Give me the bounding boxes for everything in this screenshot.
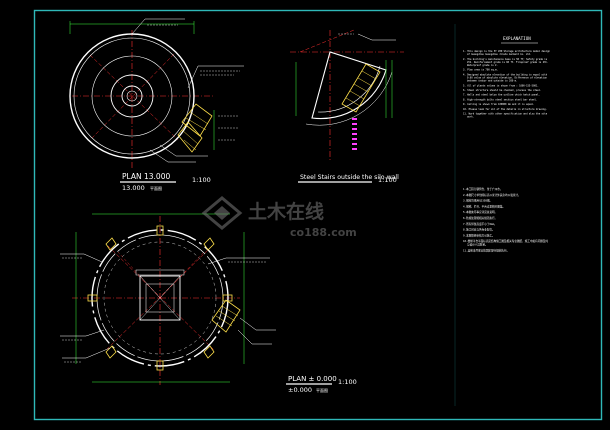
- cn-note-line: 8.施工时应与各专业配合。: [463, 228, 495, 232]
- notes-cn-block: 1.本工程为钢筒仓，位于广州市。 2.本图尺寸单位除标高以米计外其余均以毫米计。 3…: [463, 187, 548, 252]
- explanation-note-line: 7. Walls and steel below the outline whi…: [463, 94, 540, 97]
- leader-line: [83, 253, 103, 263]
- plan-subtitle: 13.000: [122, 184, 145, 192]
- explanation-note-line: 2th. Reinforcement grade is 60 ft. Firep…: [467, 61, 548, 64]
- watermark-url: co188.com: [290, 226, 357, 239]
- leader-line: [85, 329, 105, 337]
- leader-line: [149, 149, 169, 163]
- leader-line: [357, 33, 373, 41]
- cn-note-line: 11.其他未尽事宜按国家现行规范执行。: [463, 248, 509, 252]
- axis-diagonal: [105, 245, 213, 351]
- explanation-note-line: 11. Work together with other specificati…: [463, 113, 548, 116]
- explanation-note-line: 9. Ceiling is shown from 100000 mm and i…: [463, 103, 535, 106]
- plan-scale: 1:100: [338, 378, 357, 386]
- explanation-note-line: 2. The building's maintenance base is 50…: [463, 58, 548, 61]
- silo-wall-arc-outer: [305, 71, 393, 126]
- leader-line: [237, 329, 253, 345]
- hopper-frame-inner: [145, 283, 175, 313]
- plan-upper-left: PLAN 13.000 1:100 13.000 平面图: [69, 18, 244, 192]
- explanation-note-line: Waterproof grade is 2.: [467, 64, 498, 67]
- plan-subtitle: ±0.000: [288, 386, 312, 394]
- silo-outer-wall: [91, 229, 229, 367]
- cn-note-line: 1.本工程为钢筒仓，位于广州市。: [463, 187, 502, 191]
- hopper-ring-inner: [110, 74, 154, 118]
- explanation-note-line: 8. High-strength bolts steel section ste…: [463, 98, 537, 101]
- silo-wall-arc: [311, 51, 387, 120]
- silo-wall-arc-inner: [317, 65, 381, 113]
- explanation-note-line: 10. Please look for all of the details i…: [463, 108, 547, 111]
- discharge-opening-inner: [126, 90, 138, 102]
- hopper-frame: [139, 275, 181, 321]
- explanation-note-line: 5. All of plants values is shown from : …: [463, 84, 539, 87]
- stair-hatch: [211, 299, 241, 333]
- cn-note-line: 2.本图尺寸单位除标高以米计外其余均以毫米计。: [463, 193, 521, 197]
- leader-line: [207, 257, 227, 265]
- watermark-logo-icon: [201, 196, 243, 230]
- plan-lower: PLAN ± 0.000 1:100 ±0.000 平面图: [60, 213, 357, 394]
- conveyor-slot: [135, 269, 185, 276]
- cn-note-line: 7.所有焊缝高度不小于6mm。: [463, 222, 497, 226]
- axis-radial: [299, 29, 355, 53]
- plan-scale: 1:100: [378, 176, 397, 184]
- leader-line: [187, 65, 199, 89]
- hopper-diagonal: [139, 275, 181, 321]
- explanation-note-line: 0.00 value of absolute elevation. Differ…: [467, 77, 547, 80]
- plan-stairs: Steel Stairs outside the silo wall 1:100: [290, 29, 404, 184]
- cn-note-line: 3.钢材均采用Q235B钢。: [463, 199, 492, 203]
- silo-inner-wall: [73, 37, 191, 155]
- axis-diagonal: [107, 245, 215, 351]
- cn-note-line: 4.钢梯、栏杆、平台详见相关图集。: [463, 204, 505, 208]
- cn-note-line: 与设计人员联系。: [467, 243, 488, 247]
- watermark-brand: 土木在线: [248, 200, 324, 223]
- explanation-note-line: 6. Steel structure should be checked, pr…: [463, 89, 542, 92]
- leader-line: [131, 18, 146, 35]
- explanation-heading: EXPLANATION: [503, 36, 531, 41]
- explanation-note-line: 4. Designed absolute elevation of the bu…: [463, 73, 548, 76]
- stair-hatch: [341, 63, 381, 113]
- sheet-border: [33, 9, 603, 421]
- annotation-stack: [352, 118, 357, 150]
- axis-diagonal: [89, 54, 179, 141]
- plan-title: Steel Stairs outside the silo wall: [300, 174, 399, 181]
- watermark: 土木在线 co188.com: [201, 196, 357, 239]
- explanation-note-line: 3. Plan area is 700 sq.m.: [463, 69, 498, 72]
- leader-line: [159, 144, 177, 157]
- foundation-ring: [103, 241, 217, 355]
- leader-line: [85, 347, 111, 359]
- plan-subtitle-cn: 平面图: [150, 185, 162, 191]
- hopper-ring: [91, 55, 173, 137]
- plan-title: PLAN ± 0.000: [288, 375, 337, 383]
- plan-title: PLAN 13.000: [122, 172, 170, 181]
- explanation-block: EXPLANATION 1. This design is the 5T 200…: [463, 36, 551, 119]
- explanation-note-line: of Guangzhou Guangzhou Jinshu Garment Co…: [467, 53, 531, 56]
- notes-cn: 1.本工程为钢筒仓，位于广州市。 2.本图尺寸单位除标高以米计外其余均以毫米计。 3…: [463, 187, 548, 252]
- explanation-note-line: work.: [467, 116, 474, 119]
- explanation-note-line: between indoor and outside is 200 m.: [467, 80, 517, 83]
- stair-hatch: [177, 103, 213, 153]
- plan-subtitle-cn: 平面图: [316, 387, 328, 393]
- plan-scale: 1:100: [192, 176, 211, 184]
- explanation-notes: 1. This design is the 5T 200 Storage arc…: [463, 50, 551, 119]
- cn-note-line: 5.本图未尽事宜详见总说明。: [463, 210, 497, 214]
- explanation-note-line: 1. This design is the 5T 200 Storage arc…: [463, 50, 551, 53]
- leader-line: [239, 317, 257, 331]
- discharge-opening: [121, 85, 143, 107]
- cn-note-line: 9.本图须经审核方可施工。: [463, 233, 495, 237]
- cn-note-line: 6.防腐处理按相关规范执行。: [463, 216, 497, 220]
- cn-note-line: 10.楼梯平台平面标高见结构施工图及相关专业图纸，施工中如有问题及时: [463, 239, 548, 243]
